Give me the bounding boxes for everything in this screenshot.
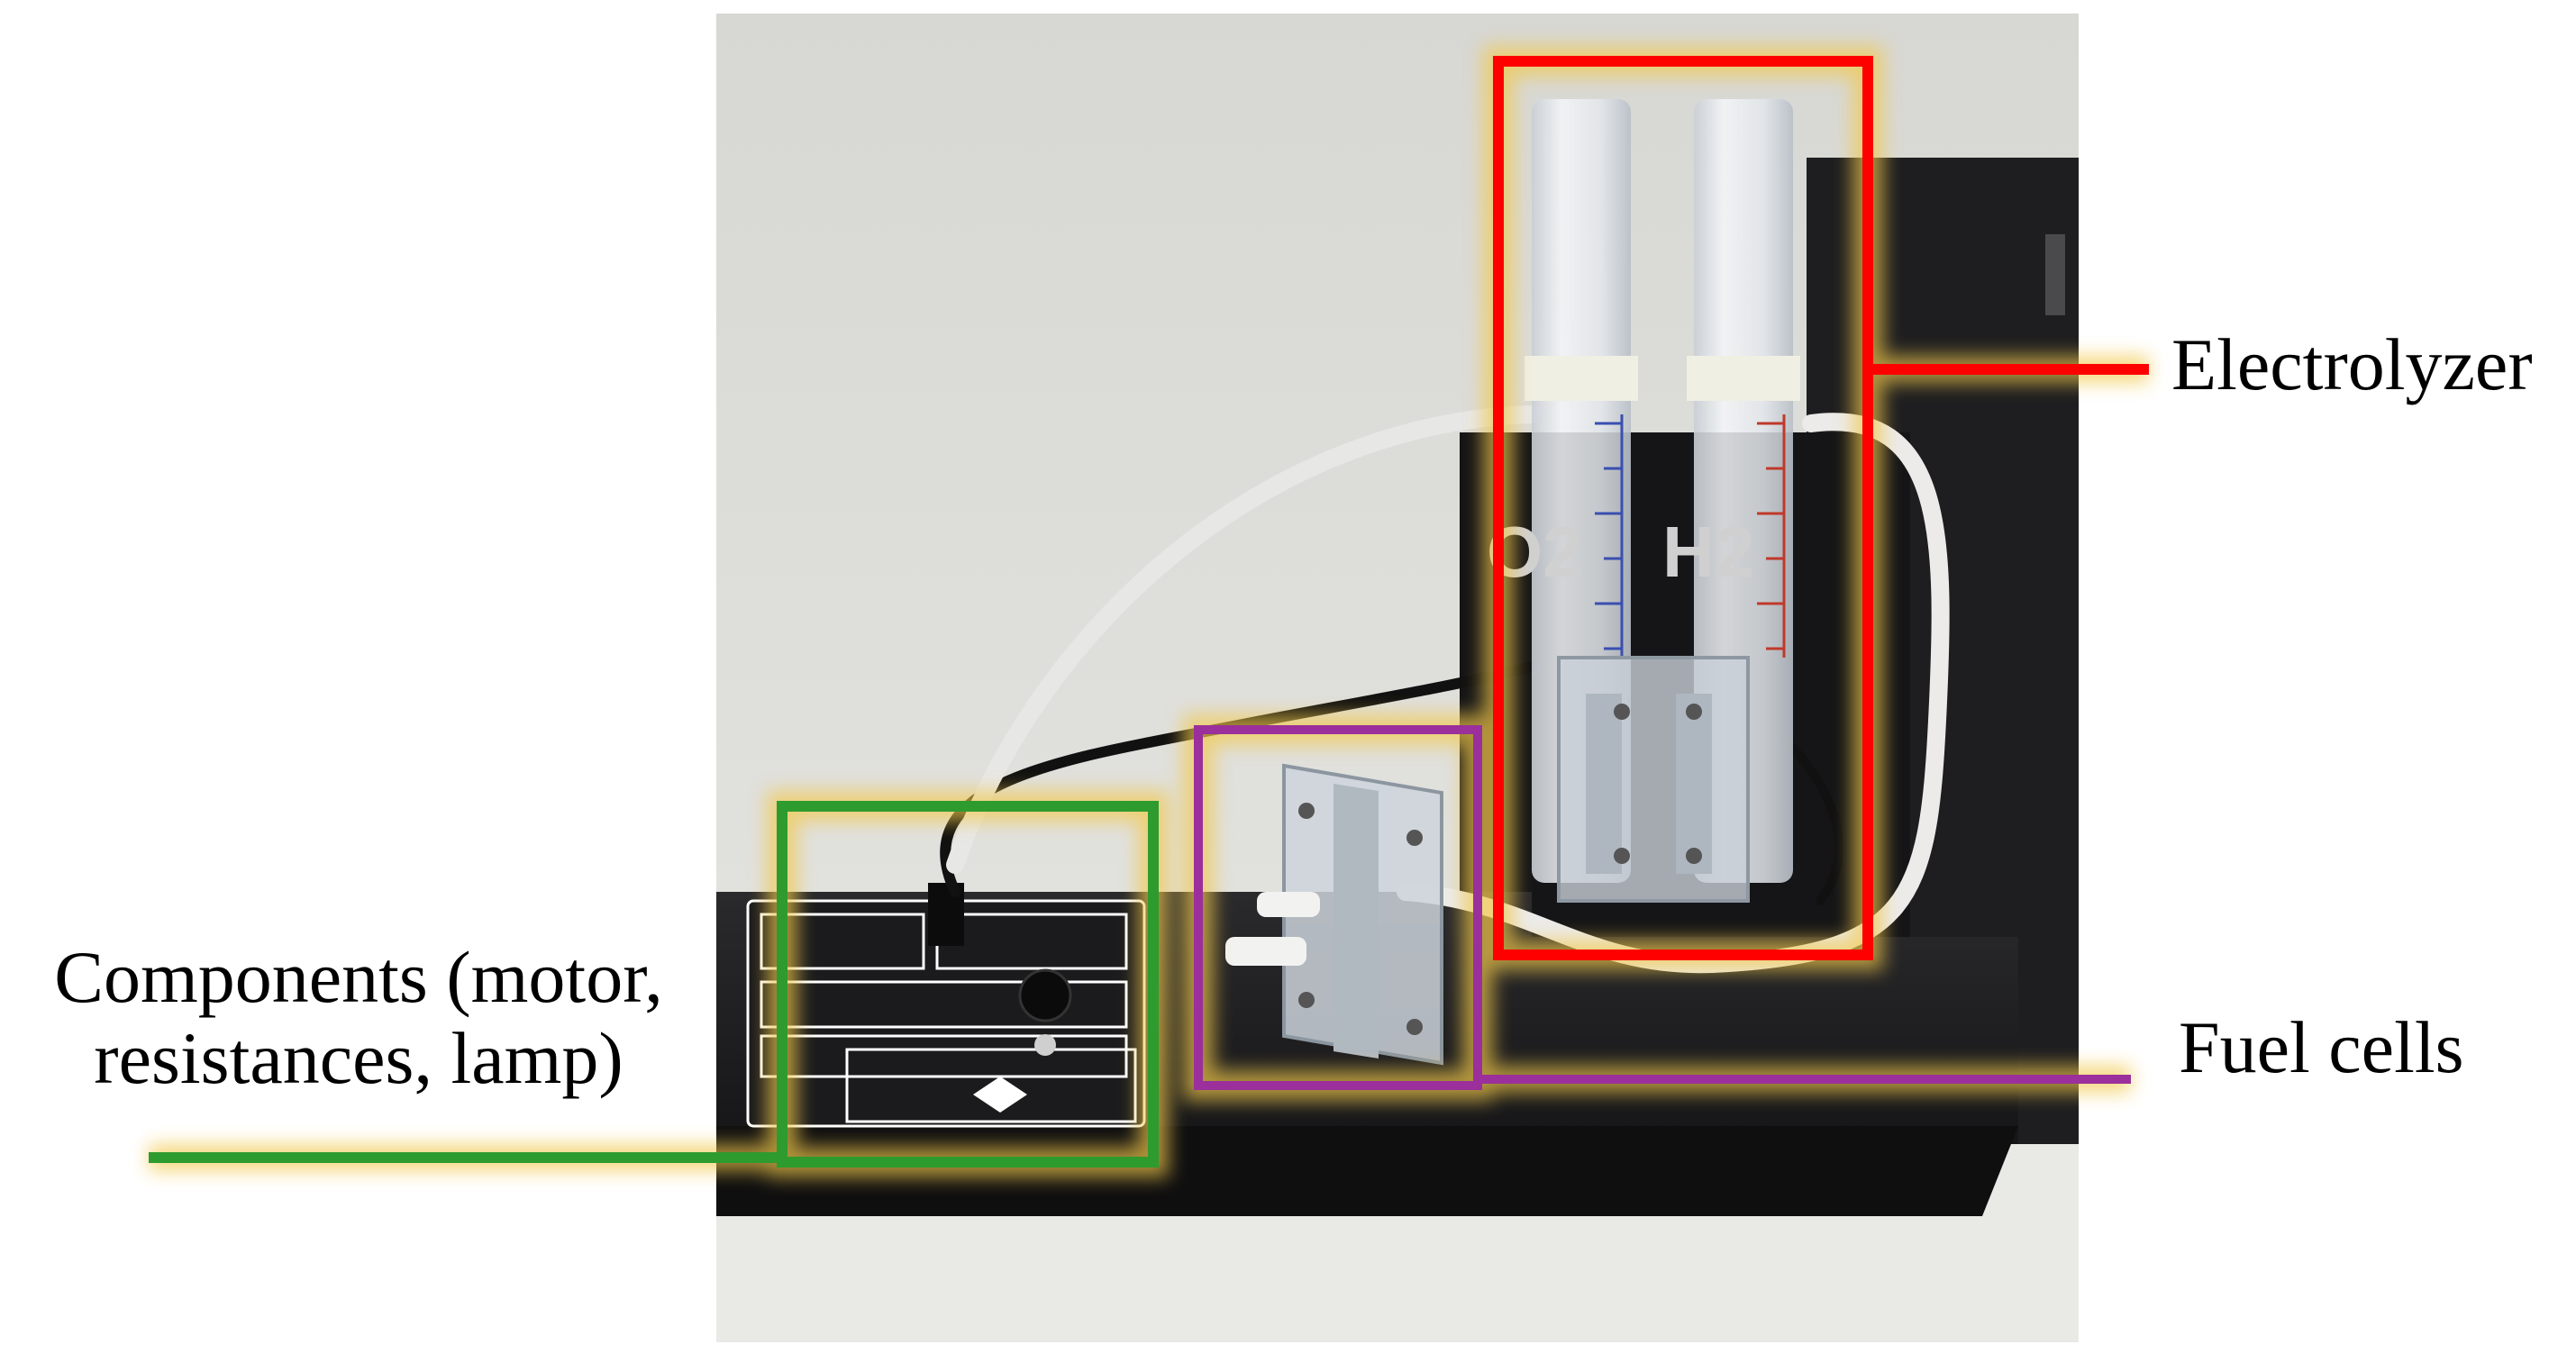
h2-scale (1757, 414, 1786, 658)
cabinet-detail (2045, 234, 2065, 315)
bolt (1406, 830, 1423, 846)
annotations (149, 56, 2149, 1168)
bolt (1406, 1019, 1423, 1035)
cylinder-seal (1525, 356, 1638, 401)
panel-section (845, 1048, 1137, 1123)
lamp-symbol-icon (973, 1077, 1027, 1113)
black-cable (1780, 734, 1843, 905)
electrolyzer-stack (1557, 656, 1750, 903)
components-label: Components (motor, resistances, lamp) (54, 936, 663, 1100)
fuel-cell-stack (1225, 763, 1443, 1066)
bolt (1686, 848, 1702, 864)
gas-inlet (1225, 937, 1306, 966)
bolt (1614, 848, 1630, 864)
bolt (1614, 704, 1630, 720)
h2-marking: H2 (1662, 512, 1754, 592)
panel-section (760, 1034, 1128, 1078)
stack-plate (1676, 694, 1712, 874)
stack-plate (1586, 694, 1622, 874)
terminal-screw (1034, 1034, 1056, 1056)
fuel-cells-box (1194, 725, 1482, 1090)
bolt (1686, 704, 1702, 720)
cylinder-seal (1687, 356, 1800, 401)
knob (1018, 968, 1072, 1022)
electrolyzer-label: Electrolyzer (2171, 323, 2533, 405)
white-tube (946, 405, 1541, 874)
bolt (1298, 992, 1315, 1008)
panel-section (760, 980, 1128, 1029)
white-tube (1397, 413, 1950, 974)
bolt (1298, 803, 1315, 819)
fuel-cell-plate (1334, 784, 1379, 1059)
panel-section (760, 913, 925, 970)
o2-scale (1595, 414, 1624, 658)
components-box (777, 801, 1159, 1168)
electrolyzer-box (1493, 56, 1873, 960)
photo: O2 H2 (716, 14, 2079, 1342)
control-panel (746, 883, 1146, 1128)
gas-inlet (1257, 892, 1320, 917)
fuel-cells-label: Fuel cells (2179, 1006, 2464, 1088)
